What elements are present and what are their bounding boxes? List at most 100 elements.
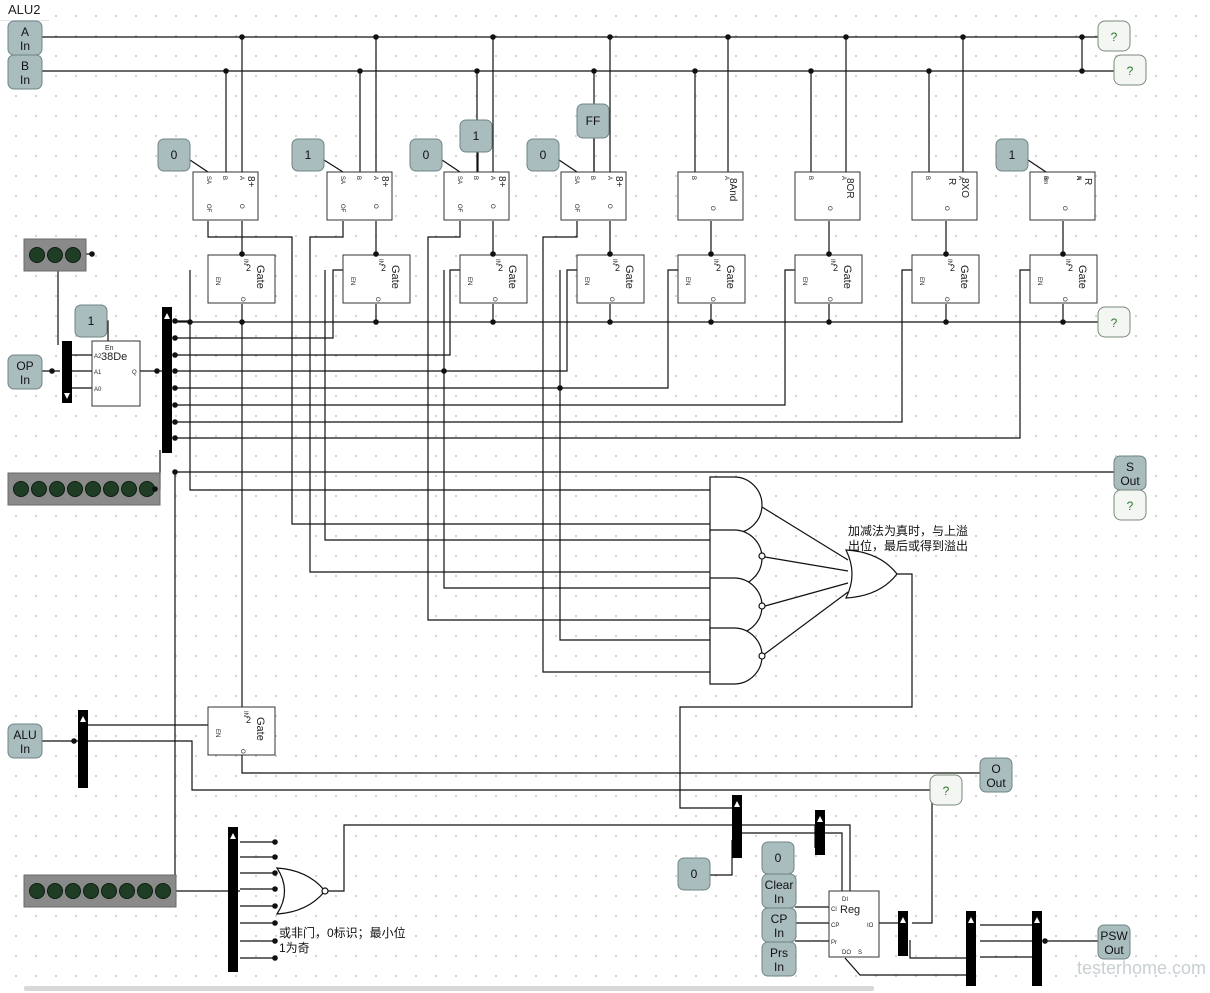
probe-s-bus-body[interactable] — [1113, 489, 1147, 521]
zero-flag-splitter-bar[interactable] — [228, 827, 238, 972]
const-0-register-body[interactable] — [761, 841, 795, 875]
xor-unit[interactable] — [911, 171, 978, 221]
const-1-adder3-b-body[interactable] — [459, 119, 493, 153]
const-0-register[interactable]: 0 — [761, 841, 795, 875]
o-output-pin-body[interactable] — [979, 757, 1013, 793]
gate-1[interactable] — [207, 254, 276, 304]
led-bar-op[interactable] — [23, 238, 87, 272]
reg-pin-do: DO — [842, 950, 851, 956]
not-unit[interactable] — [1029, 171, 1096, 221]
reg-in-splitter-bar[interactable] — [815, 810, 825, 855]
psw-register[interactable] — [828, 890, 880, 958]
probe-flag-bus-body[interactable] — [929, 774, 963, 806]
adder-3[interactable] — [443, 171, 510, 221]
const-0-adder4[interactable]: 0 — [526, 138, 560, 172]
flag-merge-splitter[interactable] — [732, 795, 742, 858]
reg-out-splitter-bar[interactable] — [898, 911, 908, 956]
const-1-adder2-body[interactable] — [291, 138, 325, 172]
alu-input-pin-body[interactable] — [7, 723, 43, 759]
or-gate[interactable] — [844, 549, 898, 599]
const-1-not[interactable]: 1 — [995, 138, 1029, 172]
gate-7[interactable] — [911, 254, 980, 304]
const-1-decoder-en-body[interactable] — [74, 304, 108, 338]
const-1-adder2[interactable]: 1 — [291, 138, 325, 172]
gate-6[interactable] — [794, 254, 863, 304]
horizontal-scrollbar[interactable] — [24, 986, 874, 991]
const-ff-adder4[interactable]: FF — [576, 103, 610, 139]
a-input-pin[interactable]: AIn — [7, 20, 43, 56]
op-splitter[interactable] — [62, 341, 72, 403]
const-0-adder1-body[interactable] — [157, 138, 191, 172]
alu-splitter-bar[interactable] — [78, 710, 88, 788]
nor-gate[interactable] — [275, 867, 326, 915]
circuit-tab-title[interactable]: ALU2 — [0, 0, 49, 21]
op-splitter-bar[interactable] — [62, 341, 72, 403]
adder-4[interactable] — [560, 171, 627, 221]
adder-2[interactable] — [326, 171, 393, 221]
psw-splitter-1-bar[interactable] — [966, 911, 976, 986]
probe-result-bus-body[interactable] — [1097, 306, 1131, 338]
led-bar-flags[interactable] — [23, 874, 177, 908]
wire — [559, 270, 710, 641]
const-0-adder3[interactable]: 0 — [409, 138, 443, 172]
reg-in-splitter[interactable] — [815, 810, 825, 855]
const-1-decoder-en[interactable]: 1 — [74, 304, 108, 338]
gate-5[interactable] — [677, 254, 746, 304]
gate-overflow[interactable] — [207, 706, 276, 756]
b-input-pin-direction: In — [20, 73, 30, 87]
gate-2[interactable] — [342, 254, 411, 304]
b-input-pin[interactable]: BIn — [7, 54, 43, 90]
const-0-flag-mux[interactable]: 0 — [677, 857, 711, 891]
adder-1[interactable] — [192, 171, 259, 221]
const-1-adder3-b[interactable]: 1 — [459, 119, 493, 153]
wires — [40, 36, 1116, 976]
decoder-out-splitter[interactable] — [162, 307, 172, 453]
const-0-flag-mux-body[interactable] — [677, 857, 711, 891]
reg-out-splitter[interactable] — [898, 911, 908, 956]
alu-splitter[interactable] — [78, 710, 88, 788]
const-0-adder1[interactable]: 0 — [157, 138, 191, 172]
probe-s-bus[interactable]: ? — [1113, 489, 1147, 521]
and-unit[interactable] — [677, 171, 744, 221]
zero-flag-splitter[interactable] — [228, 827, 238, 972]
probe-b-bus[interactable]: ? — [1113, 54, 1147, 86]
splitter-arrow-icon — [64, 393, 70, 399]
prs-input-pin-body[interactable] — [761, 941, 797, 977]
or-unit[interactable] — [794, 171, 861, 221]
psw-splitter-1[interactable] — [966, 911, 976, 986]
psw-splitter-2[interactable] — [1032, 911, 1042, 986]
probe-a-bus-body[interactable] — [1097, 20, 1131, 52]
b-input-pin-body[interactable] — [7, 54, 43, 90]
led-bar-flags-body[interactable] — [23, 874, 177, 908]
const-0-adder4-body[interactable] — [526, 138, 560, 172]
const-ff-adder4-body[interactable] — [576, 103, 610, 139]
pin-of: OF — [339, 204, 345, 213]
and-gate-1[interactable] — [709, 476, 763, 534]
and-gate-3[interactable] — [709, 577, 763, 635]
led-bar-s-body[interactable] — [7, 472, 161, 506]
probe-result-bus[interactable]: ? — [1097, 306, 1131, 338]
flag-merge-splitter-bar[interactable] — [732, 795, 742, 858]
probe-flag-bus[interactable]: ? — [929, 774, 963, 806]
const-1-not-body[interactable] — [995, 138, 1029, 172]
psw-output-pin-body[interactable] — [1097, 924, 1131, 960]
led-indicator — [47, 883, 63, 899]
and-gate-4[interactable] — [709, 627, 763, 685]
decoder-38[interactable] — [91, 340, 141, 407]
led-bar-s[interactable] — [7, 472, 161, 506]
const-0-adder3-body[interactable] — [409, 138, 443, 172]
probe-a-bus[interactable]: ? — [1097, 20, 1131, 52]
decoder-out-splitter-bar[interactable] — [162, 307, 172, 453]
probe-b-bus-body[interactable] — [1113, 54, 1147, 86]
op-input-pin-body[interactable] — [7, 354, 43, 390]
gate-4[interactable] — [576, 254, 645, 304]
psw-splitter-2-bar[interactable] — [1032, 911, 1042, 986]
